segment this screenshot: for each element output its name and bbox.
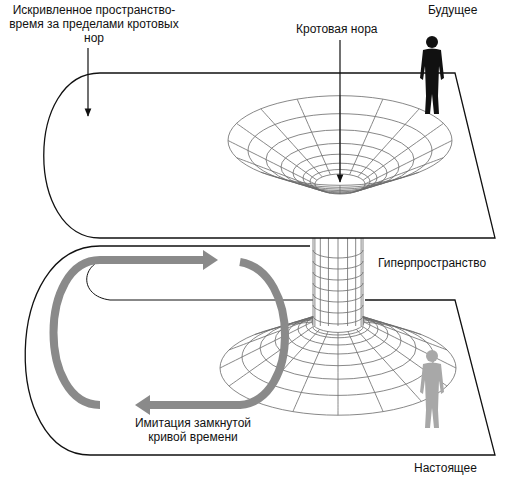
grid-line bbox=[363, 123, 443, 180]
grid-line bbox=[356, 329, 421, 401]
grid-line bbox=[293, 332, 328, 412]
text-label: Искривленное пространство-время за преде… bbox=[4, 3, 184, 45]
grid-line bbox=[362, 318, 447, 350]
grid-line bbox=[261, 172, 323, 191]
person-body bbox=[420, 363, 444, 429]
person-body bbox=[420, 49, 444, 115]
grid-line bbox=[348, 332, 383, 412]
person-head bbox=[426, 350, 438, 362]
grid-line bbox=[261, 109, 323, 177]
leader-arrow bbox=[339, 40, 340, 182]
arrow-head bbox=[203, 250, 218, 270]
grid-line bbox=[364, 322, 456, 368]
sheet-fill bbox=[25, 246, 495, 455]
text-label: Имитация замкнутой кривой времени bbox=[118, 416, 268, 444]
grid-line bbox=[220, 322, 312, 368]
grid-line bbox=[356, 315, 421, 335]
grid-ring bbox=[313, 283, 363, 291]
time-loop-arrow bbox=[148, 262, 285, 405]
text-label: Будущее bbox=[428, 3, 503, 17]
grid-line bbox=[363, 158, 443, 188]
grid-line bbox=[350, 182, 383, 193]
person-head bbox=[426, 36, 438, 48]
grid-ring bbox=[313, 327, 363, 335]
grid-line bbox=[297, 99, 330, 175]
grid-ring bbox=[313, 316, 363, 324]
grid-ring bbox=[313, 272, 363, 280]
grid-line bbox=[350, 99, 383, 175]
grid-line bbox=[237, 158, 317, 188]
person-future bbox=[420, 36, 444, 114]
arrow-head bbox=[135, 395, 150, 415]
grid-line bbox=[228, 141, 315, 185]
text-label: Настоящее bbox=[414, 461, 504, 475]
time-loop-arrow bbox=[54, 260, 206, 405]
grid-line bbox=[229, 326, 314, 386]
grid-line bbox=[358, 109, 420, 177]
grid-ring bbox=[313, 261, 363, 269]
present-sheet bbox=[25, 246, 495, 455]
text-label: Гиперпространство bbox=[378, 256, 503, 270]
grid-line bbox=[338, 332, 339, 415]
person-present bbox=[420, 350, 444, 428]
grid-line bbox=[237, 123, 317, 180]
grid-line bbox=[229, 318, 314, 350]
leader-arrow bbox=[87, 48, 88, 116]
text-label: Кротовая нора bbox=[296, 22, 406, 36]
grid-ring bbox=[313, 294, 363, 302]
grid-ring bbox=[313, 305, 363, 313]
grid-ring bbox=[313, 250, 363, 258]
grid-line bbox=[340, 185, 341, 194]
grid-line bbox=[358, 172, 420, 191]
grid-line bbox=[365, 141, 452, 185]
